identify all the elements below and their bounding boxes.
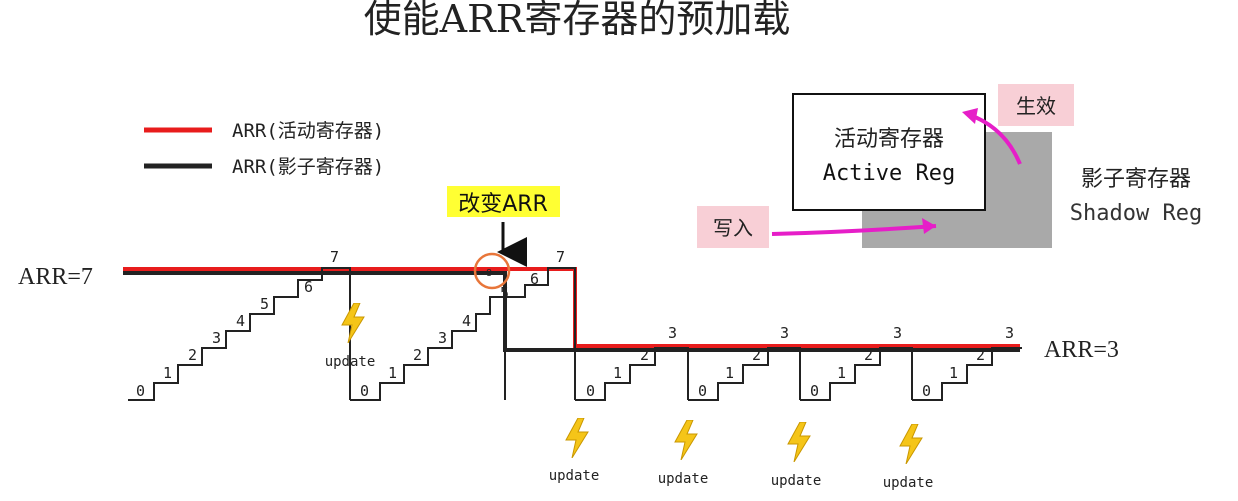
count-label: 2 <box>752 346 761 364</box>
count-label: 7 <box>556 248 565 266</box>
update-event-5: update <box>883 424 934 491</box>
lightning-icon <box>787 422 811 462</box>
effect-arrow-head <box>962 108 978 124</box>
count-label: 0 <box>136 382 145 400</box>
count-label: 0 <box>922 382 931 400</box>
write-arrow <box>771 224 937 236</box>
counter-values-6: 0 1 2 3 <box>922 324 1014 400</box>
update-event-1: update <box>325 303 376 370</box>
update-label: update <box>883 475 934 491</box>
active-register-label-cn: 活动寄存器 <box>834 127 944 152</box>
count-label: 1 <box>725 364 734 382</box>
count-label: 3 <box>1005 324 1014 342</box>
count-label: 8 <box>486 268 492 279</box>
lightning-icon <box>341 303 365 343</box>
count-label: 0 <box>810 382 819 400</box>
count-label: 1 <box>949 364 958 382</box>
count-label: 6 <box>530 270 539 288</box>
update-event-2: update <box>549 418 600 484</box>
count-label: 6 <box>304 278 313 296</box>
count-label: 2 <box>413 346 422 364</box>
write-label-bg <box>697 206 769 248</box>
write-arrow-head <box>922 218 936 234</box>
count-label: 7 <box>330 248 339 266</box>
counter-values-3: 0 1 2 3 <box>586 324 677 400</box>
count-label: 3 <box>668 324 677 342</box>
update-event-3: update <box>658 420 709 487</box>
counter-staircase-4 <box>688 347 801 401</box>
register-illustration: 活动寄存器 Active Reg 影子寄存器 Shadow Reg 生效 写入 <box>697 84 1202 248</box>
active-register-box <box>792 93 986 211</box>
count-label: 2 <box>640 346 649 364</box>
count-label: 4 <box>462 312 471 330</box>
active-register-line <box>123 267 1020 348</box>
update-label: update <box>325 354 376 370</box>
write-label: 写入 <box>713 216 753 240</box>
shadow-register-line <box>123 271 1020 352</box>
count-label: 0 <box>698 382 707 400</box>
count-label: 3 <box>212 329 221 347</box>
legend: ARR(活动寄存器) ARR(影子寄存器) <box>144 120 384 178</box>
counter-staircase-2b <box>505 267 576 400</box>
effect-arrow <box>969 113 1022 165</box>
count-label: 5 <box>260 295 269 313</box>
effect-label: 生效 <box>1016 94 1056 118</box>
counter-staircase-3 <box>575 347 689 401</box>
counter-values-2: 0 1 2 3 4 5 6 7 8 <box>360 248 565 400</box>
counter-staircase-2 <box>350 296 506 401</box>
count-label: 3 <box>893 324 902 342</box>
count-label: 2 <box>976 346 985 364</box>
counter-staircase-6 <box>912 347 1022 401</box>
update-label: update <box>771 473 822 489</box>
count-label: 0 <box>586 382 595 400</box>
counter-staircase-1 <box>128 267 351 401</box>
shadow-register-label-cn: 影子寄存器 <box>1081 167 1191 192</box>
legend-shadow-label: ARR(影子寄存器) <box>232 156 384 178</box>
update-label: update <box>549 468 600 484</box>
change-arr-label: 改变ARR <box>458 192 548 217</box>
count-label: 0 <box>360 382 369 400</box>
count-label: 1 <box>163 364 172 382</box>
counter-values-1: 0 1 2 3 4 5 6 7 <box>136 248 339 400</box>
effect-label-bg <box>998 84 1074 126</box>
count-label: 1 <box>388 364 397 382</box>
count-label: 2 <box>188 346 197 364</box>
change-point-circle <box>473 252 511 290</box>
counter-staircase-5 <box>800 347 913 401</box>
count-label: 3 <box>438 329 447 347</box>
count-label: 4 <box>236 312 245 330</box>
count-label: 1 <box>837 364 846 382</box>
count-label: 2 <box>864 346 873 364</box>
counter-values-4: 0 1 2 3 <box>698 324 789 400</box>
lightning-icon <box>899 424 923 464</box>
lightning-icon <box>674 420 698 460</box>
count-label: 5 <box>500 284 509 302</box>
count-label: 3 <box>780 324 789 342</box>
update-label: update <box>658 471 709 487</box>
active-register-label-en: Active Reg <box>823 161 955 186</box>
counter-values-5: 0 1 2 3 <box>810 324 902 400</box>
shadow-register-label-en: Shadow Reg <box>1070 201 1202 226</box>
lightning-icon <box>565 418 589 458</box>
legend-active-label: ARR(活动寄存器) <box>232 120 384 142</box>
count-label: 1 <box>613 364 622 382</box>
page-title: 使能ARR寄存器的预加载 <box>364 0 791 41</box>
arr-high-label: ARR=7 <box>18 264 93 290</box>
arr-low-label: ARR=3 <box>1044 337 1119 363</box>
update-event-4: update <box>771 422 822 489</box>
change-arr-highlight <box>447 186 560 217</box>
